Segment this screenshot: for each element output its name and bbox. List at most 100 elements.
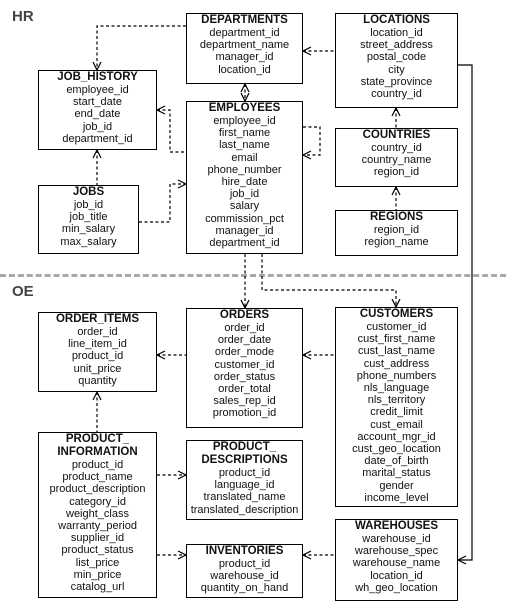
- attribute: translated_description: [190, 503, 299, 516]
- attribute: city: [388, 63, 405, 76]
- attribute: wh_geo_location: [355, 581, 438, 594]
- entity-title: JOB_HISTORY: [57, 71, 138, 83]
- entity-employees[interactable]: EMPLOYEES employee_id first_name last_na…: [186, 101, 303, 254]
- attribute: warehouse_id: [210, 570, 279, 583]
- attribute: warehouse_id: [362, 533, 431, 545]
- entity-title: DEPARTMENTS: [201, 14, 288, 26]
- attribute: marital_status: [362, 467, 431, 480]
- attribute: cust_address: [363, 357, 430, 370]
- attribute: country_id: [371, 88, 422, 101]
- attribute: gender: [379, 479, 414, 492]
- attribute: credit_limit: [370, 406, 423, 419]
- attribute: job_id: [229, 188, 260, 201]
- attribute: phone_numbers: [356, 369, 437, 382]
- entity-inventories[interactable]: INVENTORIES product_id warehouse_id quan…: [186, 544, 303, 598]
- crowfoot-warehouses-right: [456, 555, 467, 565]
- attribute: employee_id: [213, 115, 276, 127]
- attribute: country_id: [371, 142, 422, 154]
- attribute: product_id: [218, 558, 271, 570]
- entity-title: INVENTORIES: [205, 545, 284, 557]
- rel-employees-self: [303, 126, 321, 156]
- schema-label-hr: HR: [12, 8, 34, 25]
- attribute: job_title: [69, 211, 108, 224]
- attribute: manager_id: [215, 51, 274, 64]
- attribute: region_id: [373, 166, 420, 179]
- rel-locations-warehouses: [458, 64, 473, 561]
- attribute: min_salary: [61, 223, 116, 236]
- attribute: employee_id: [66, 84, 129, 96]
- attribute: last_name: [219, 139, 270, 152]
- entity-countries[interactable]: COUNTRIES country_id country_name region…: [335, 128, 458, 187]
- attribute: product_id: [71, 459, 124, 471]
- attribute: nls_language: [363, 382, 430, 395]
- entity-regions[interactable]: REGIONS region_id region_name: [335, 210, 458, 256]
- crowfoot-countries-bottom: [391, 185, 401, 196]
- attribute: job_id: [73, 199, 104, 211]
- attribute: location_id: [218, 63, 271, 76]
- crowfoot-job-history-bottom: [92, 148, 102, 159]
- attribute: order_status: [213, 370, 276, 383]
- crowfoot-job-history-right: [155, 105, 166, 115]
- attribute: cust_last_name: [357, 345, 436, 358]
- attribute: street_address: [360, 39, 433, 52]
- attribute: nls_territory: [367, 394, 426, 407]
- crowfoot-orders-right: [301, 350, 312, 360]
- attribute: cust_geo_location: [352, 443, 441, 456]
- entity-jobs[interactable]: JOBS job_id job_title min_salary max_sal…: [38, 185, 139, 254]
- attribute: line_item_id: [68, 338, 127, 351]
- attribute: first_name: [218, 127, 271, 140]
- attribute: cust_email: [370, 418, 423, 431]
- entity-warehouses[interactable]: WAREHOUSES warehouse_id warehouse_spec w…: [335, 519, 458, 601]
- attribute: catalog_url: [70, 581, 125, 594]
- attribute: cust_first_name: [357, 333, 436, 346]
- attribute: promotion_id: [212, 407, 277, 420]
- attribute: supplier_id: [70, 532, 125, 545]
- attribute: income_level: [364, 491, 429, 504]
- schema-separator: [0, 274, 506, 277]
- entity-title: ORDER_ITEMS: [55, 313, 140, 325]
- entity-title: PRODUCT_ INFORMATION: [57, 433, 138, 458]
- entity-locations[interactable]: LOCATIONS location_id street_address pos…: [335, 13, 458, 108]
- crowfoot-departments-bottom: [240, 82, 250, 93]
- attribute: date_of_birth: [364, 455, 429, 468]
- entity-order-items[interactable]: ORDER_ITEMS order_id line_item_id produc…: [38, 312, 157, 392]
- attribute: language_id: [214, 479, 275, 492]
- attribute: quantity: [78, 374, 117, 387]
- crowfoot-inventories-right: [301, 550, 312, 560]
- attribute: order_date: [217, 334, 272, 347]
- attribute: product_id: [71, 350, 124, 363]
- entity-departments[interactable]: DEPARTMENTS department_id department_nam…: [186, 13, 303, 84]
- attribute: sales_rep_id: [213, 395, 276, 408]
- crowfoot-departments: [301, 46, 312, 56]
- entity-title: JOBS: [72, 186, 105, 198]
- entity-title: LOCATIONS: [363, 14, 430, 26]
- attribute: quantity_on_hand: [200, 582, 289, 595]
- attribute: region_id: [373, 224, 420, 236]
- attribute: manager_id: [215, 224, 274, 237]
- attribute: commission_pct: [205, 212, 284, 225]
- entity-orders[interactable]: ORDERS order_id order_date order_mode cu…: [186, 308, 303, 428]
- entity-customers[interactable]: CUSTOMERS customer_id cust_first_name cu…: [335, 307, 458, 507]
- rel-jobs-employees: [139, 183, 186, 223]
- attribute: order_total: [218, 383, 271, 396]
- entity-title: COUNTRIES: [362, 129, 431, 141]
- attribute: product_id: [218, 467, 271, 479]
- attribute: min_price: [73, 568, 122, 581]
- attribute: start_date: [73, 96, 122, 109]
- attribute: max_salary: [60, 235, 117, 248]
- entity-job-history[interactable]: JOB_HISTORY employee_id start_date end_d…: [38, 70, 157, 150]
- entity-title: PRODUCT_ DESCRIPTIONS: [201, 441, 288, 466]
- attribute: customer_id: [366, 321, 427, 333]
- attribute: translated_name: [203, 491, 286, 504]
- crowfoot-order-items-right: [155, 350, 166, 360]
- entity-product-descriptions[interactable]: PRODUCT_ DESCRIPTIONS product_id languag…: [186, 440, 303, 520]
- entity-title: CUSTOMERS: [359, 308, 434, 320]
- attribute: email: [231, 151, 258, 164]
- entity-title: REGIONS: [369, 211, 424, 223]
- attribute: weight_class: [66, 507, 129, 520]
- attribute: warehouse_name: [352, 557, 441, 570]
- attribute: list_price: [75, 556, 120, 569]
- attribute: account_mgr_id: [357, 430, 436, 443]
- attribute: warranty_period: [58, 520, 137, 533]
- entity-product-information[interactable]: PRODUCT_ INFORMATION product_id product_…: [38, 432, 157, 598]
